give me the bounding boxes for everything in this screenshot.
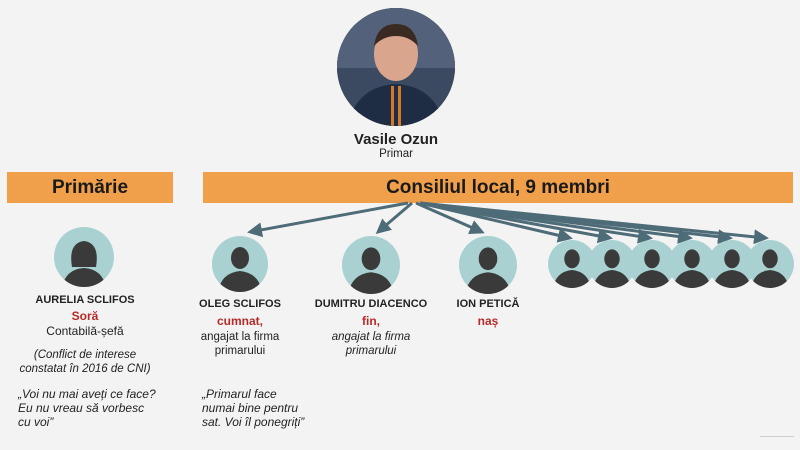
person-silhouette-icon [633,249,671,288]
oleg-quote: „Primarul face numai bine pentru sat. Vo… [202,387,372,429]
aurelia-quote-line-3: cu voi” [18,415,54,429]
dumitru-name: DUMITRU DIACENCO [314,298,428,310]
member-8-avatar [708,240,756,288]
mayor-name: Vasile Ozun [353,131,439,148]
mayor-role: Primar [379,148,413,160]
ion-relation: naș [477,314,499,328]
aurelia-quote: „Voi nu mai aveți ce face? Eu nu vreau s… [18,387,188,429]
member-6-avatar [628,240,676,288]
oleg-description: angajat la firma primarului [180,330,300,358]
oleg-desc-line-1: angajat la firma [200,331,280,343]
consiliul-local-bar: Consiliul local, 9 membri [203,172,793,203]
aurelia-quote-line-2: Eu nu vreau să vorbesc [18,401,145,415]
corner-logo [760,436,794,447]
aurelia-role: Contabilă-șefă [46,324,124,338]
aurelia-avatar [54,227,114,287]
person-silhouette-icon [751,249,789,288]
dumitru-description: angajat la firma primarului [311,330,431,358]
aurelia-quote-line-1: „Voi nu mai aveți ce face? [18,387,156,401]
aurelia-note-line-2: constatat în 2016 de CNI) [19,363,151,375]
oleg-avatar [212,236,268,292]
aurelia-name: AURELIA SCLIFOS [35,294,135,306]
arrow-to-oleg [247,201,409,238]
person-silhouette-icon [348,247,394,294]
oleg-desc-line-2: primarului [214,345,266,357]
oleg-quote-line-2: numai bine pentru [202,401,299,415]
member-9-avatar [746,240,794,288]
dumitru-avatar [342,236,400,294]
mayor-photo [337,8,455,126]
dumitru-desc-line-1: angajat la firma [331,331,411,343]
oleg-quote-line-3: sat. Voi îl ponegriți” [202,415,305,429]
person-silhouette-icon [713,249,751,288]
primarie-bar: Primărie [7,172,173,203]
aurelia-relation: Soră [71,309,99,323]
ion-avatar [459,236,517,294]
person-silhouette-icon [465,247,511,294]
ion-name: ION PETICĂ [456,298,520,310]
aurelia-note-line-1: (Conflict de interese [33,349,137,361]
arrow-to-ion [415,201,485,235]
arrow-to-member-9 [419,201,769,245]
arrow-to-dumitru [375,201,413,234]
dumitru-relation: fin, [362,314,380,328]
person-silhouette-icon [553,249,591,288]
aurelia-note: (Conflict de interese constatat în 2016 … [10,348,160,376]
person-silhouette-icon [218,247,262,292]
oleg-name: OLEG SCLIFOS [199,298,281,310]
mayor-portrait-icon [337,8,455,126]
person-silhouette-icon [593,249,631,288]
person-silhouette-icon [673,249,711,288]
oleg-relation: cumnat, [216,314,263,328]
dumitru-desc-line-2: primarului [345,345,397,357]
oleg-quote-line-1: „Primarul face [202,387,277,401]
female-silhouette-icon [62,241,106,287]
